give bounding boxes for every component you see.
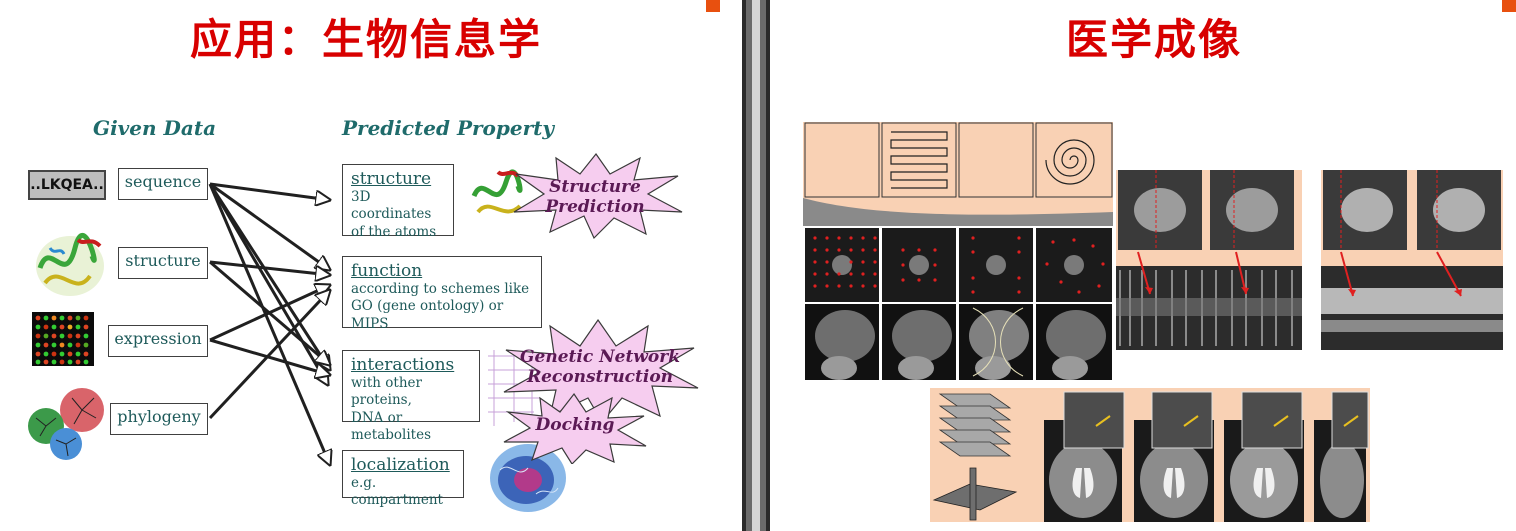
predicted-property-header: Predicted Property	[342, 116, 554, 140]
input-sequence: sequence	[118, 168, 208, 200]
structure-prediction-star	[513, 152, 683, 240]
sequence-scroll-icon: ..LKQEA..	[28, 170, 106, 200]
output-function-desc-2: GO (gene ontology) or MIPS	[351, 298, 504, 332]
star-line: Prediction	[545, 196, 645, 217]
output-structure-desc-1: 3D coordinates	[351, 189, 432, 223]
cell-image	[490, 444, 566, 512]
output-interactions-desc-1: with other proteins,	[351, 375, 422, 409]
output-function-title: function	[351, 261, 423, 281]
brain-mri-figure	[930, 388, 1370, 522]
output-structure-title: structure	[351, 169, 432, 189]
mapping-arrows	[208, 182, 742, 531]
output-interactions-title: interactions	[351, 355, 455, 375]
microarray-image	[32, 312, 94, 366]
output-structure: structure 3D coordinates of the atoms	[342, 164, 454, 240]
output-interactions-desc-2: DNA or metabolites	[351, 409, 432, 443]
star-line: Reconstruction	[526, 366, 674, 387]
docking-star	[503, 392, 647, 464]
slide-divider	[742, 0, 770, 531]
output-function-desc-1: according to schemes like	[351, 281, 530, 297]
output-localization: localization e.g. compartment	[342, 450, 464, 508]
slide-corner-marker	[706, 0, 720, 12]
sampling-trajectory-figure	[803, 122, 1113, 380]
bioinformatics-slide: 应用：生物信息学 Given Data Predicted Property .…	[0, 0, 742, 531]
slide-title: 医学成像	[1066, 15, 1243, 64]
given-data-header: Given Data	[93, 116, 217, 140]
star-line: Docking	[535, 415, 615, 435]
cardiac-mri-figure-2	[1321, 170, 1503, 350]
input-expression: expression	[108, 325, 208, 357]
phylogeny-image	[28, 388, 104, 460]
input-structure: structure	[118, 247, 208, 279]
protein-structure-image	[36, 232, 104, 296]
output-localization-desc-1: e.g. compartment	[351, 475, 443, 509]
star-line: Genetic Network	[520, 347, 681, 367]
medical-imaging-slide: 医学成像	[770, 0, 1516, 531]
structure-prediction-label: Structure Prediction	[540, 177, 650, 217]
output-function: function according to schemes like GO (g…	[342, 256, 542, 332]
star-line: Structure	[549, 177, 641, 197]
genetic-network-label: Genetic Network Reconstruction	[520, 347, 681, 387]
slide-title: 应用：生物信息学	[190, 15, 543, 64]
slide-corner-marker	[1502, 0, 1516, 12]
output-interactions: interactions with other proteins, DNA or…	[342, 350, 480, 443]
cardiac-mri-figure-1	[1116, 170, 1302, 350]
output-localization-title: localization	[351, 455, 450, 475]
output-structure-desc-2: of the atoms	[351, 223, 437, 240]
input-phylogeny: phylogeny	[110, 403, 208, 435]
docking-label: Docking	[520, 415, 630, 436]
